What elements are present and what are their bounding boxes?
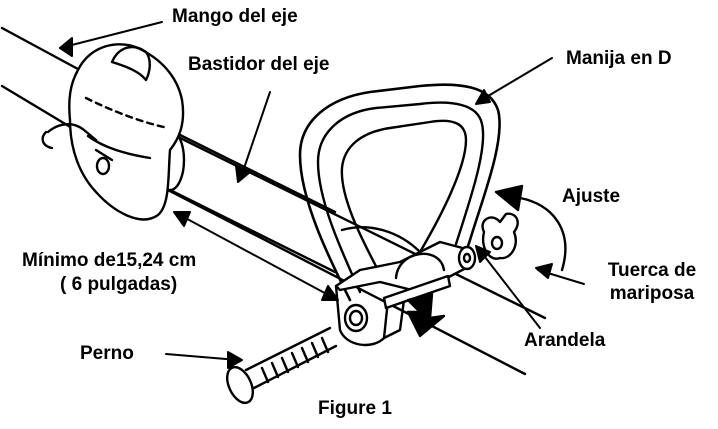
clamp-arrow (406, 292, 446, 338)
adjust-arrow (494, 184, 567, 272)
label-manija-en-d: Manija en D (566, 48, 672, 69)
d-handle (298, 83, 501, 347)
label-mango-del-eje: Mango del eje (172, 6, 298, 27)
label-tuerca-de: Tuerca de (607, 260, 697, 281)
shaft-grip (41, 43, 185, 221)
label-perno: Perno (80, 343, 134, 364)
label-arandela: Arandela (524, 330, 606, 351)
label-ajuste: Ajuste (562, 186, 621, 207)
label-bastidor-del-eje: Bastidor del eje (188, 54, 330, 75)
bolt (225, 326, 338, 405)
wing-nut (481, 212, 519, 260)
label-mariposa: mariposa (609, 283, 695, 304)
washer (457, 245, 477, 271)
label-minimo-distance: Mínimo de15,24 cm (22, 250, 197, 271)
label-minimo-pulgadas: ( 6 pulgadas) (60, 274, 178, 295)
leader-lines (59, 21, 585, 369)
figure-caption: Figure 1 (318, 398, 392, 419)
